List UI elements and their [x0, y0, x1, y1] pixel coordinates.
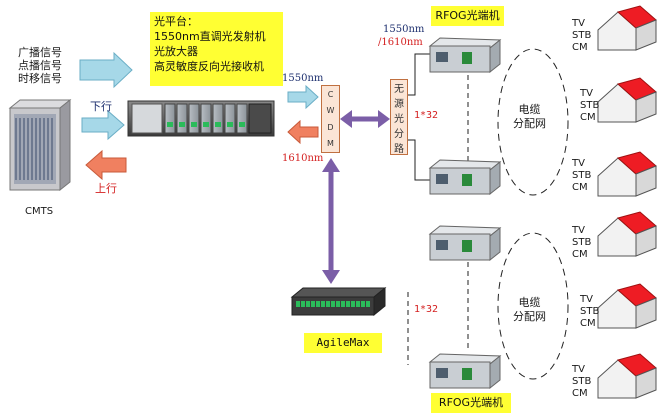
cable-network-top-ellipse [497, 48, 569, 196]
house-3 [597, 151, 657, 197]
broadcast-signal-label: 广播信号 [18, 46, 62, 59]
house-2-cm: CM [580, 112, 596, 123]
upstream-arrow [85, 149, 127, 181]
house-label-1: TV STB CM [572, 18, 591, 54]
house-label-6: TV STB CM [572, 364, 591, 400]
platform-line-1: 1550nm直调光发射机 [154, 30, 266, 43]
cable-network-top-line1: 电缆 [518, 103, 541, 116]
house-1-tv: TV [572, 18, 585, 29]
rfog-node-1 [428, 37, 502, 74]
house-3-cm: CM [572, 182, 588, 193]
house-2 [597, 77, 657, 123]
split-ratio-bottom: 1*32 [414, 304, 439, 315]
agilemax-device [290, 286, 387, 317]
downstream-label: 下行 [90, 100, 112, 113]
agilemax-label: AgileMax [304, 333, 382, 353]
cable-network-bottom-line1: 电缆 [518, 296, 541, 309]
passive-splitter-box: 无 源 光 分 路 [390, 79, 408, 155]
house-4-tv: TV [572, 225, 585, 236]
upstream-label: 上行 [95, 182, 117, 195]
house-2-tv: TV [580, 88, 593, 99]
wavelength-1610-top: /1610nm [378, 37, 423, 48]
house-label-5: TV STB CM [580, 294, 599, 330]
cwdm-letter-m: M [327, 139, 334, 149]
arrow-1550-to-cwdm [287, 84, 319, 110]
wavelength-1550-left: 1550nm [282, 73, 324, 84]
wavelength-1550-top: 1550nm [383, 24, 425, 35]
house-1-cm: CM [572, 42, 588, 53]
platform-title: 光平台： [154, 15, 198, 28]
rfog-label-top: RFOG光端机 [431, 6, 504, 26]
splitter-fibers [408, 53, 432, 181]
house-1 [597, 5, 657, 51]
splitter-char-2: 源 [394, 99, 404, 110]
cable-network-bottom-ellipse [497, 232, 569, 380]
house-3-tv: TV [572, 158, 585, 169]
house-2-stb: STB [580, 100, 600, 111]
house-6-cm: CM [572, 388, 588, 399]
optical-platform-label: 光平台： 1550nm直调光发射机 光放大器 高灵敏度反向光接收机 [150, 12, 283, 86]
splitter-char-4: 分 [394, 129, 404, 140]
house-4 [597, 211, 657, 257]
rfog-node-4 [428, 353, 502, 390]
wavelength-1610-left: 1610nm [282, 153, 324, 164]
splitter-char-5: 路 [394, 144, 404, 155]
signal-labels: 广播信号 点播信号 时移信号 [18, 46, 62, 85]
house-6-stb: STB [572, 376, 592, 387]
house-5-stb: STB [580, 306, 600, 317]
rfog-label-bottom: RFOG光端机 [431, 393, 511, 413]
arrow-1610-from-cwdm [287, 119, 319, 145]
splitter-char-1: 无 [394, 84, 404, 95]
cwdm-letter-d: D [327, 122, 334, 132]
cwdm-agilemax-link [322, 158, 340, 284]
house-5-cm: CM [580, 318, 596, 329]
cable-network-top-label: 电缆 分配网 [513, 103, 546, 131]
house-4-stb: STB [572, 237, 592, 248]
platform-line-3: 高灵敏度反向光接收机 [154, 60, 264, 73]
platform-line-2: 光放大器 [154, 45, 198, 58]
cable-network-top-line2: 分配网 [513, 117, 546, 130]
cable-network-bottom-label: 电缆 分配网 [513, 296, 546, 324]
input-arrow [79, 51, 133, 89]
cmts-label: CMTS [25, 206, 54, 217]
house-5-tv: TV [580, 294, 593, 305]
bottom-dashed-lines [407, 262, 469, 365]
split-ratio-top: 1*32 [414, 110, 439, 121]
downstream-arrow [81, 109, 125, 141]
house-5 [597, 283, 657, 329]
house-label-4: TV STB CM [572, 225, 591, 261]
house-label-3: TV STB CM [572, 158, 591, 194]
house-6-tv: TV [572, 364, 585, 375]
house-1-stb: STB [572, 30, 592, 41]
vod-signal-label: 点播信号 [18, 59, 62, 72]
house-3-stb: STB [572, 170, 592, 181]
rfog-node-2 [428, 159, 502, 196]
cable-network-bottom-line2: 分配网 [513, 310, 546, 323]
house-label-2: TV STB CM [580, 88, 599, 124]
house-6 [597, 353, 657, 399]
splitter-char-3: 光 [394, 114, 404, 125]
timeshift-signal-label: 时移信号 [18, 72, 62, 85]
cwdm-splitter-link [340, 110, 390, 128]
rfog-node-3 [428, 225, 502, 262]
optical-platform-rack [127, 100, 275, 137]
house-4-cm: CM [572, 249, 588, 260]
cwdm-letter-c: C [327, 89, 334, 99]
cwdm-box: C W D M [321, 85, 340, 153]
cmts-cabinet [8, 98, 72, 192]
cwdm-letter-w: W [326, 106, 335, 116]
